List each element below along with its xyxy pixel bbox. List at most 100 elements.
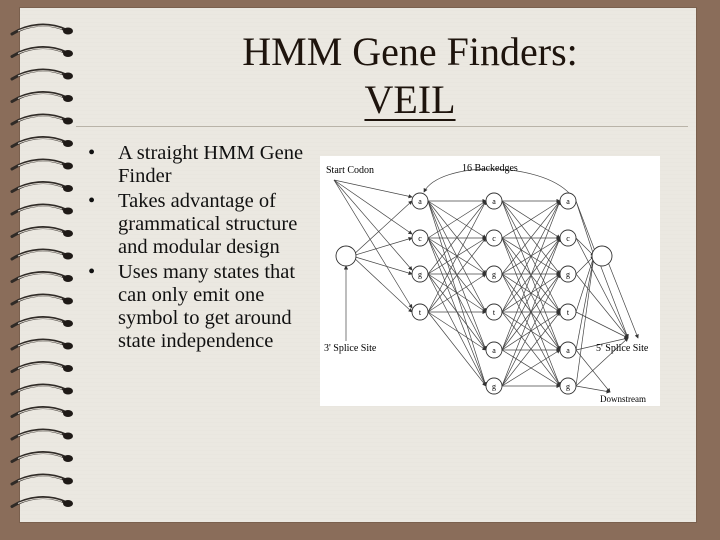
- exit-edge: [575, 349, 611, 393]
- spiral-binding: [10, 23, 73, 508]
- binding-ring-highlight: [17, 25, 63, 32]
- exit-edge: [575, 385, 611, 394]
- binding-ring: [10, 406, 68, 418]
- hmm-state-node: [559, 229, 577, 247]
- exit-edge: [575, 255, 596, 387]
- transition-edge: [501, 237, 561, 387]
- binding-hole: [63, 72, 73, 80]
- binding-hole: [63, 95, 73, 102]
- hmm-state-node: [411, 303, 429, 321]
- binding-hole: [63, 320, 73, 327]
- binding-hole: [63, 477, 73, 485]
- hmm-state-node: [485, 229, 503, 247]
- exit-state-node: [591, 245, 613, 267]
- hmm-state-node: [411, 192, 429, 210]
- binding-ring-highlight: [17, 92, 63, 99]
- bullet-item: A straight HMM Gene Finder: [88, 142, 308, 188]
- exit-edge: [575, 311, 629, 339]
- binding-ring-highlight: [17, 295, 63, 302]
- state-label: t: [567, 308, 570, 317]
- binding-hole: [63, 455, 73, 462]
- hmm-state-node: [411, 229, 429, 247]
- entry-edge: [333, 179, 413, 309]
- binding-ring: [10, 473, 68, 486]
- hmm-state-node: [559, 192, 577, 210]
- exit-edge: [575, 255, 596, 351]
- binding-hole: [63, 162, 73, 170]
- hmm-state-node: [411, 265, 429, 283]
- transition-edge: [501, 237, 561, 351]
- splice5-label: 5' Splice Site: [596, 343, 649, 354]
- state-label: a: [566, 197, 570, 206]
- title-line-1: HMM Gene Finders:: [242, 29, 578, 74]
- hmm-state-node: [559, 377, 577, 395]
- transition-edge: [501, 311, 561, 387]
- entry-edge: [351, 200, 413, 257]
- transition-edge: [427, 200, 487, 239]
- hmm-state-node: [485, 192, 503, 210]
- entry-edge: [351, 255, 413, 313]
- exit-edge: [575, 237, 595, 257]
- transition-edge: [427, 237, 487, 351]
- title-line-2: VEIL: [364, 77, 456, 122]
- binding-ring-highlight: [17, 317, 63, 324]
- state-label: c: [492, 234, 496, 243]
- state-label: a: [492, 197, 496, 206]
- binding-ring-highlight: [17, 70, 63, 77]
- binding-ring-highlight: [17, 115, 63, 122]
- bullet-item: Uses many states that can only emit one …: [88, 261, 308, 353]
- binding-ring-highlight: [17, 137, 63, 144]
- binding-ring: [10, 226, 68, 238]
- binding-ring: [10, 496, 68, 508]
- binding-ring: [10, 23, 68, 36]
- binding-ring: [10, 136, 68, 148]
- binding-ring-highlight: [17, 160, 63, 167]
- state-label: g: [418, 270, 422, 279]
- state-label: g: [492, 270, 496, 279]
- bullet-item: Takes advantage of grammatical structure…: [88, 190, 308, 259]
- binding-ring: [10, 383, 68, 396]
- binding-hole: [63, 207, 73, 215]
- bullet-list: A straight HMM Gene Finder Takes advanta…: [88, 142, 308, 355]
- binding-ring: [10, 338, 68, 351]
- exit-edge: [575, 255, 595, 313]
- start-codon-label: Start Codon: [326, 165, 374, 176]
- binding-hole: [63, 387, 73, 395]
- entry-edge: [351, 255, 413, 276]
- transition-edge: [427, 200, 487, 275]
- transition-edge: [427, 200, 487, 313]
- binding-hole: [63, 500, 73, 507]
- hmm-state-node: [485, 265, 503, 283]
- hmm-state-node: [559, 303, 577, 321]
- binding-ring-highlight: [17, 362, 63, 369]
- binding-hole: [63, 275, 73, 282]
- entry-edge: [333, 179, 413, 271]
- hmm-state-node: [559, 265, 577, 283]
- transition-edge: [501, 200, 561, 275]
- binding-ring: [10, 203, 68, 216]
- entry-edge: [351, 236, 413, 257]
- binding-hole: [63, 50, 73, 57]
- transition-edge: [501, 273, 561, 313]
- state-label: c: [418, 234, 422, 243]
- transition-edge: [501, 200, 561, 239]
- binding-ring-highlight: [17, 497, 63, 504]
- binding-hole: [63, 230, 73, 237]
- transition-edge: [501, 349, 561, 387]
- binding-ring: [10, 68, 68, 81]
- hmm-state-node: [559, 341, 577, 359]
- downstream-label: Downstream: [600, 394, 646, 404]
- binding-ring-highlight: [17, 205, 63, 212]
- hmm-state-node: [485, 303, 503, 321]
- transition-edge: [501, 311, 561, 351]
- state-label: g: [492, 382, 496, 391]
- binding-hole: [63, 432, 73, 440]
- entry-edge: [333, 179, 413, 199]
- binding-hole: [63, 117, 73, 125]
- title-divider: [76, 126, 688, 127]
- binding-hole: [63, 252, 73, 260]
- transition-edge: [427, 311, 487, 387]
- state-label: a: [566, 346, 570, 355]
